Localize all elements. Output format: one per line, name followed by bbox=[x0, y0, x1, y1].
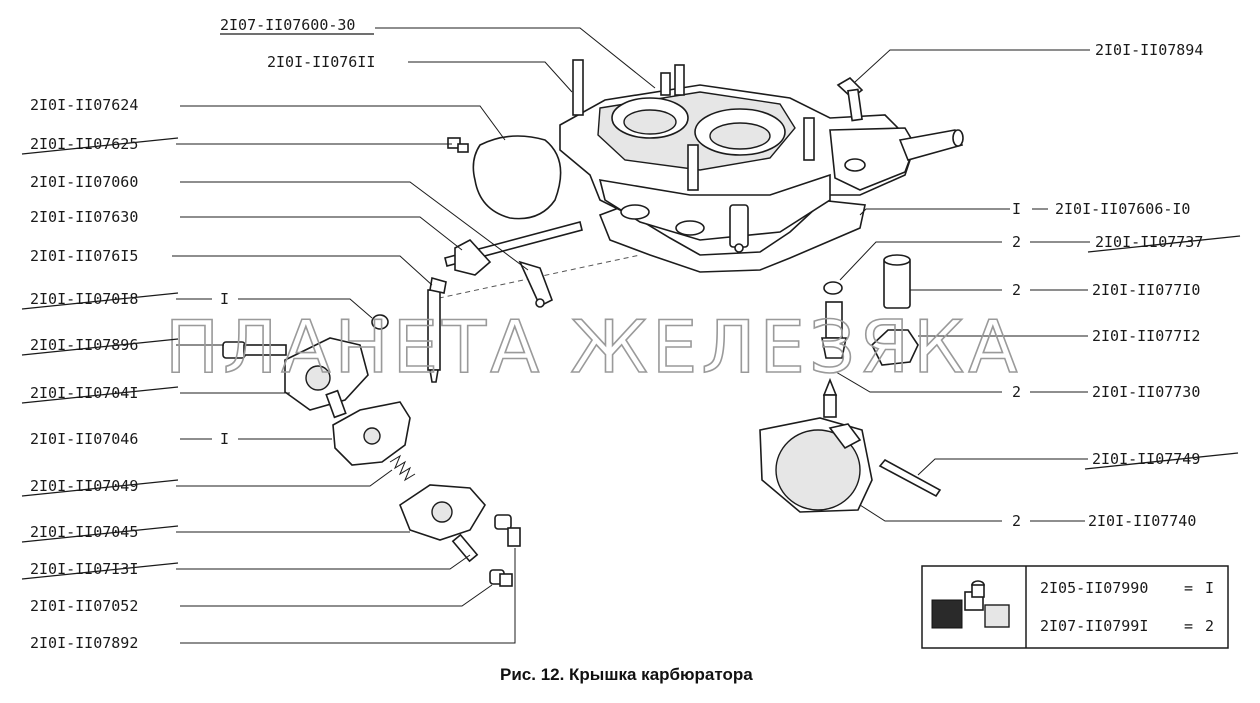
throttle-damper-disc bbox=[472, 135, 562, 220]
screw-long-left bbox=[222, 341, 287, 359]
part-label: 2I0I-II07624 bbox=[30, 96, 138, 114]
label-strike bbox=[21, 292, 179, 310]
kit-sep: = bbox=[1184, 617, 1193, 635]
labels-left: 2I07-II07600-30 2I0I-II076II 2I0I-II0762… bbox=[21, 16, 375, 652]
part-label: 2I0I-II077I0 bbox=[1092, 281, 1200, 299]
small-screw-left bbox=[447, 137, 469, 153]
part-label: 2I0I-II07060 bbox=[30, 173, 138, 191]
washer bbox=[371, 314, 389, 330]
cover-studs bbox=[572, 59, 815, 191]
diaphragm-spring bbox=[389, 454, 416, 482]
part-qty: 2 bbox=[1012, 281, 1021, 299]
part-label: 2I0I-II07045 bbox=[30, 523, 138, 541]
jet-holder bbox=[821, 301, 847, 359]
shaft-and-levers bbox=[444, 221, 583, 308]
kit-code: 2I07-II0799I bbox=[1040, 617, 1148, 635]
leader-lines bbox=[172, 27, 1090, 644]
part-label: 2I07-II07600-30 bbox=[220, 16, 355, 34]
seal-ring bbox=[878, 458, 942, 498]
screw-top-right bbox=[836, 76, 864, 122]
kit-code: 2I05-II07990 bbox=[1040, 579, 1148, 597]
solenoid-needle bbox=[822, 377, 838, 418]
part-qty: 2 bbox=[1012, 233, 1021, 251]
kit-sep: = bbox=[1184, 579, 1193, 597]
label-strike bbox=[21, 562, 179, 580]
part-qty: I bbox=[1012, 200, 1021, 218]
hex-plug bbox=[871, 329, 919, 366]
part-label: 2I0I-II0704I bbox=[30, 384, 138, 402]
part-label: 2I0I-II07730 bbox=[1092, 383, 1200, 401]
part-label: 2I0I-II07894 bbox=[1095, 41, 1203, 59]
part-label: 2I0I-II07625 bbox=[30, 135, 138, 153]
kit-qty: I bbox=[1205, 579, 1214, 597]
part-label: 2I0I-II076I5 bbox=[30, 247, 138, 265]
screw-lower-right bbox=[494, 514, 521, 547]
diaphragm bbox=[332, 401, 411, 466]
sealing-washer bbox=[823, 281, 843, 295]
diaphragm-rod bbox=[427, 276, 447, 383]
screw-small-bottom bbox=[489, 569, 513, 587]
part-label: 2I0I-II077I2 bbox=[1092, 327, 1200, 345]
part-label: 2I0I-II076II bbox=[267, 53, 375, 71]
part-label: 2I0I-II07630 bbox=[30, 208, 138, 226]
repair-kit-icon bbox=[931, 580, 1010, 629]
part-label: 2I0I-II07052 bbox=[30, 597, 138, 615]
cutoff-solenoid bbox=[759, 417, 873, 513]
diaphragm-housing bbox=[284, 337, 369, 419]
label-strike bbox=[21, 137, 179, 155]
part-label: 2I0I-II07740 bbox=[1088, 512, 1196, 530]
part-qty: I bbox=[220, 430, 229, 448]
part-qty: I bbox=[220, 290, 229, 308]
label-strike bbox=[21, 479, 179, 497]
labels-right: 2I0I-II07894 I 2I0I-II07606-I0 2 2I0I-II… bbox=[1012, 41, 1241, 530]
label-strike bbox=[1087, 235, 1241, 253]
part-label: 2I0I-II07606-I0 bbox=[1055, 200, 1190, 218]
parts-drawing bbox=[222, 59, 1229, 649]
part-label: 2I0I-II07737 bbox=[1095, 233, 1203, 251]
carburetor-cover bbox=[559, 84, 964, 256]
kit-box-text: 2I05-II07990 = I 2I07-II0799I = 2 bbox=[1040, 579, 1214, 635]
label-strike bbox=[1084, 452, 1239, 470]
part-label: 2I0I-II07896 bbox=[30, 336, 138, 354]
lower-diaphragm-cover bbox=[399, 484, 486, 563]
label-strike bbox=[21, 525, 179, 543]
part-qty: 2 bbox=[1012, 512, 1021, 530]
watermark-text: ПЛАНЕТА ЖЕЛЕЗЯКА bbox=[165, 305, 1022, 389]
part-label: 2I0I-II07049 bbox=[30, 477, 138, 495]
part-qty: 2 bbox=[1012, 383, 1021, 401]
part-label: 2I0I-II07749 bbox=[1092, 450, 1200, 468]
part-label: 2I0I-II07892 bbox=[30, 634, 138, 652]
figure-caption: Рис. 12. Крышка карбюратора bbox=[500, 665, 753, 684]
fuel-fitting bbox=[883, 254, 911, 309]
part-label: 2I0I-II07I3I bbox=[30, 560, 138, 578]
kit-box bbox=[921, 565, 1229, 649]
label-strike bbox=[21, 386, 179, 404]
part-label: 2I0I-II070I8 bbox=[30, 290, 138, 308]
part-label: 2I0I-II07046 bbox=[30, 430, 138, 448]
label-strike bbox=[21, 338, 179, 356]
kit-qty: 2 bbox=[1205, 617, 1214, 635]
